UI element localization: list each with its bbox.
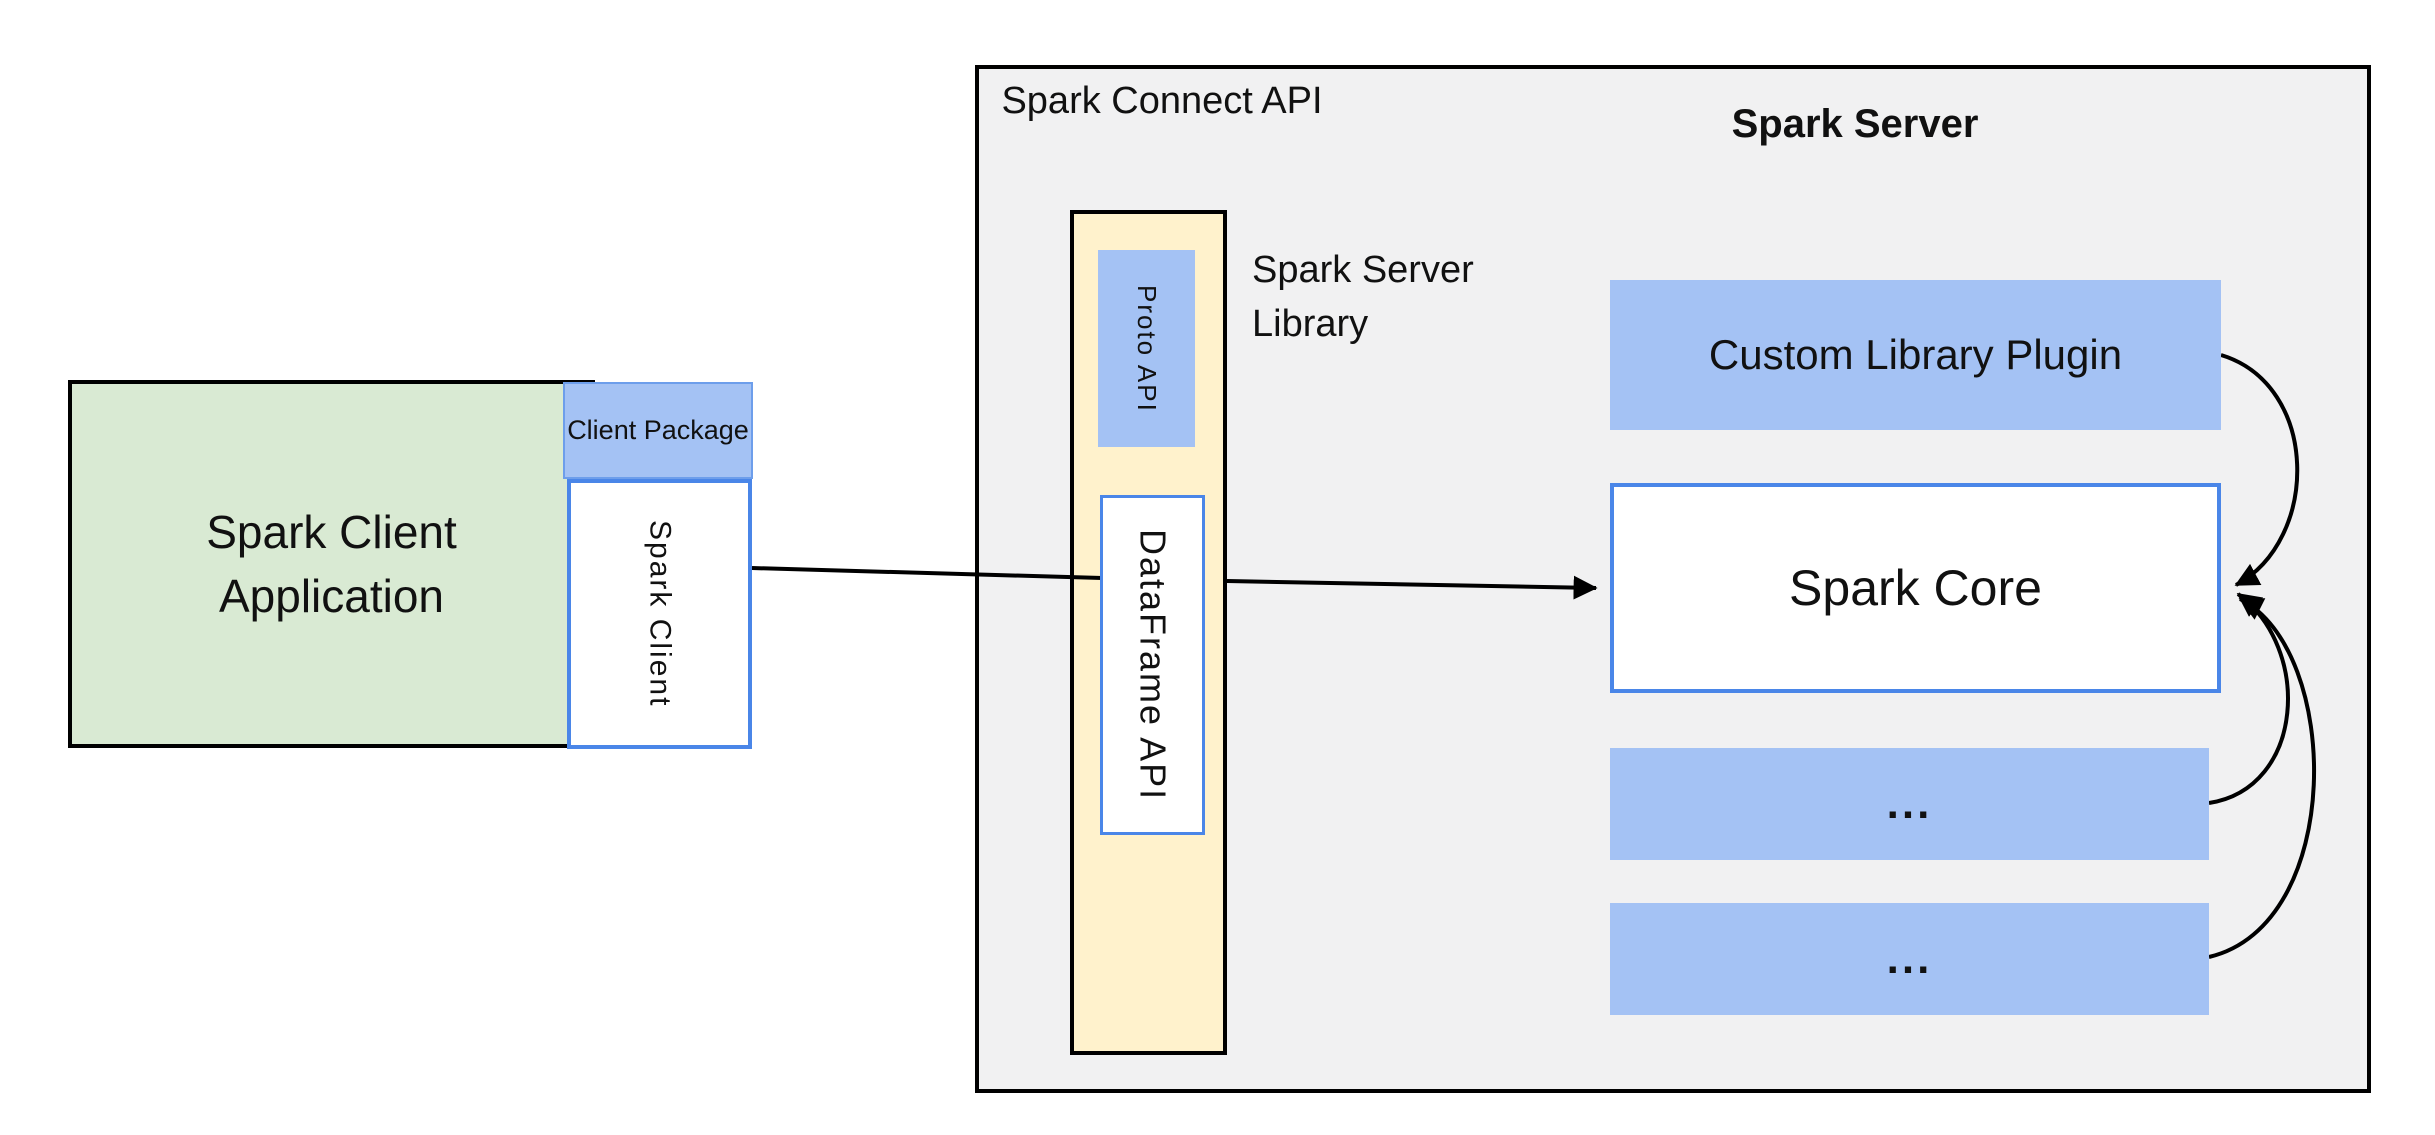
plugin-slot-2-ellipsis: ... <box>1886 934 1933 983</box>
plugin-slot-1-ellipsis: ... <box>1886 779 1933 828</box>
spark-core-label: Spark Core <box>1789 560 2042 616</box>
spark-client-box: Spark Client <box>567 479 752 749</box>
plugin-slot-box-1: ... <box>1610 748 2209 860</box>
spark-client-label: Spark Client <box>643 520 677 708</box>
spark-client-application-box: Spark Client Application <box>68 380 595 748</box>
custom-library-plugin-box: Custom Library Plugin <box>1610 280 2221 430</box>
client-package-label: Client Package <box>567 415 749 445</box>
dataframe-api-box: DataFrame API <box>1100 495 1205 835</box>
spark-server-title: Spark Server <box>1731 102 1979 146</box>
spark-server-library-label: Spark Server Library <box>1252 249 1474 345</box>
dataframe-api-label: DataFrame API <box>1132 528 1174 802</box>
spark-connect-api-title: Spark Connect API <box>1001 80 1323 122</box>
spark-core-box: Spark Core <box>1610 483 2221 693</box>
spark-client-application-label: Spark Client Application <box>206 506 457 622</box>
plugin-slot-box-2: ... <box>1610 903 2209 1015</box>
proto-api-box: Proto API <box>1098 250 1195 447</box>
client-package-box: Client Package <box>563 382 753 479</box>
proto-api-label: Proto API <box>1132 284 1162 413</box>
custom-library-plugin-label: Custom Library Plugin <box>1708 331 2123 378</box>
